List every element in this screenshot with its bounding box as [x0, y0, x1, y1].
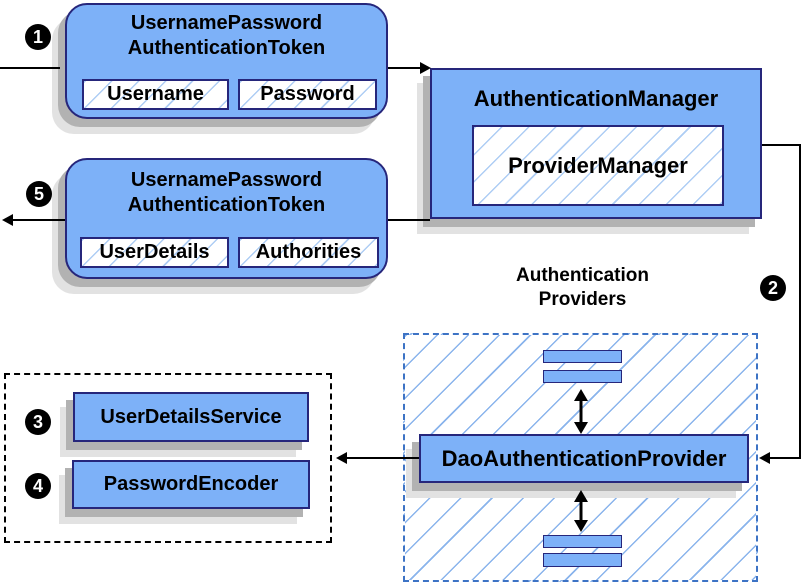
- username-password-token-request-box: UsernamePassword AuthenticationToken Use…: [65, 3, 388, 119]
- step-1-badge: 1: [25, 24, 51, 50]
- authentication-providers-label: Authentication Providers: [455, 264, 710, 312]
- provider-placeholder-bar: [543, 553, 622, 567]
- token-response-title-line1: UsernamePassword: [130, 169, 323, 191]
- authmanager-to-dao-line: [762, 144, 801, 459]
- services-group-box: [4, 373, 332, 543]
- userdetails-field-box: UserDetails: [80, 237, 229, 268]
- provider-placeholder-bar: [543, 535, 622, 548]
- token-outgoing-arrowhead-icon: [2, 214, 13, 226]
- provider-placeholder-bar: [543, 350, 622, 363]
- step-5-badge: 5: [26, 181, 52, 207]
- dao-authentication-provider-box: DaoAuthenticationProvider: [419, 434, 749, 483]
- provider-manager-box: ProviderManager: [472, 125, 724, 206]
- step-4-badge: 4: [25, 473, 51, 499]
- authentication-providers-label-line1: Authentication: [516, 265, 649, 286]
- authentication-providers-label-line2: Providers: [538, 289, 627, 310]
- token-request-title-line1: UsernamePassword: [130, 12, 323, 34]
- username-password-token-response-box: UsernamePassword AuthenticationToken Use…: [65, 158, 388, 279]
- username-field-box: Username: [82, 79, 229, 110]
- authentication-manager-title: AuthenticationManager: [473, 86, 719, 111]
- password-encoder-box: PasswordEncoder: [72, 460, 310, 509]
- token-request-title-line2: AuthenticationToken: [127, 37, 326, 59]
- token-response-title-line2: AuthenticationToken: [127, 194, 326, 216]
- authmanager-to-dao-arrowhead-icon: [759, 452, 770, 464]
- provider-placeholder-bar: [543, 370, 622, 383]
- authorities-field-box: Authorities: [238, 237, 379, 268]
- token-request-title: UsernamePassword AuthenticationToken: [67, 11, 386, 61]
- step-3-badge: 3: [25, 409, 51, 435]
- dao-to-services-arrowhead-icon: [336, 452, 347, 464]
- step-2-badge: 2: [760, 275, 786, 301]
- token-response-title: UsernamePassword AuthenticationToken: [67, 168, 386, 218]
- authentication-manager-box: AuthenticationManager ProviderManager: [430, 68, 762, 219]
- user-details-service-box: UserDetailsService: [73, 392, 309, 442]
- password-field-box: Password: [238, 79, 377, 110]
